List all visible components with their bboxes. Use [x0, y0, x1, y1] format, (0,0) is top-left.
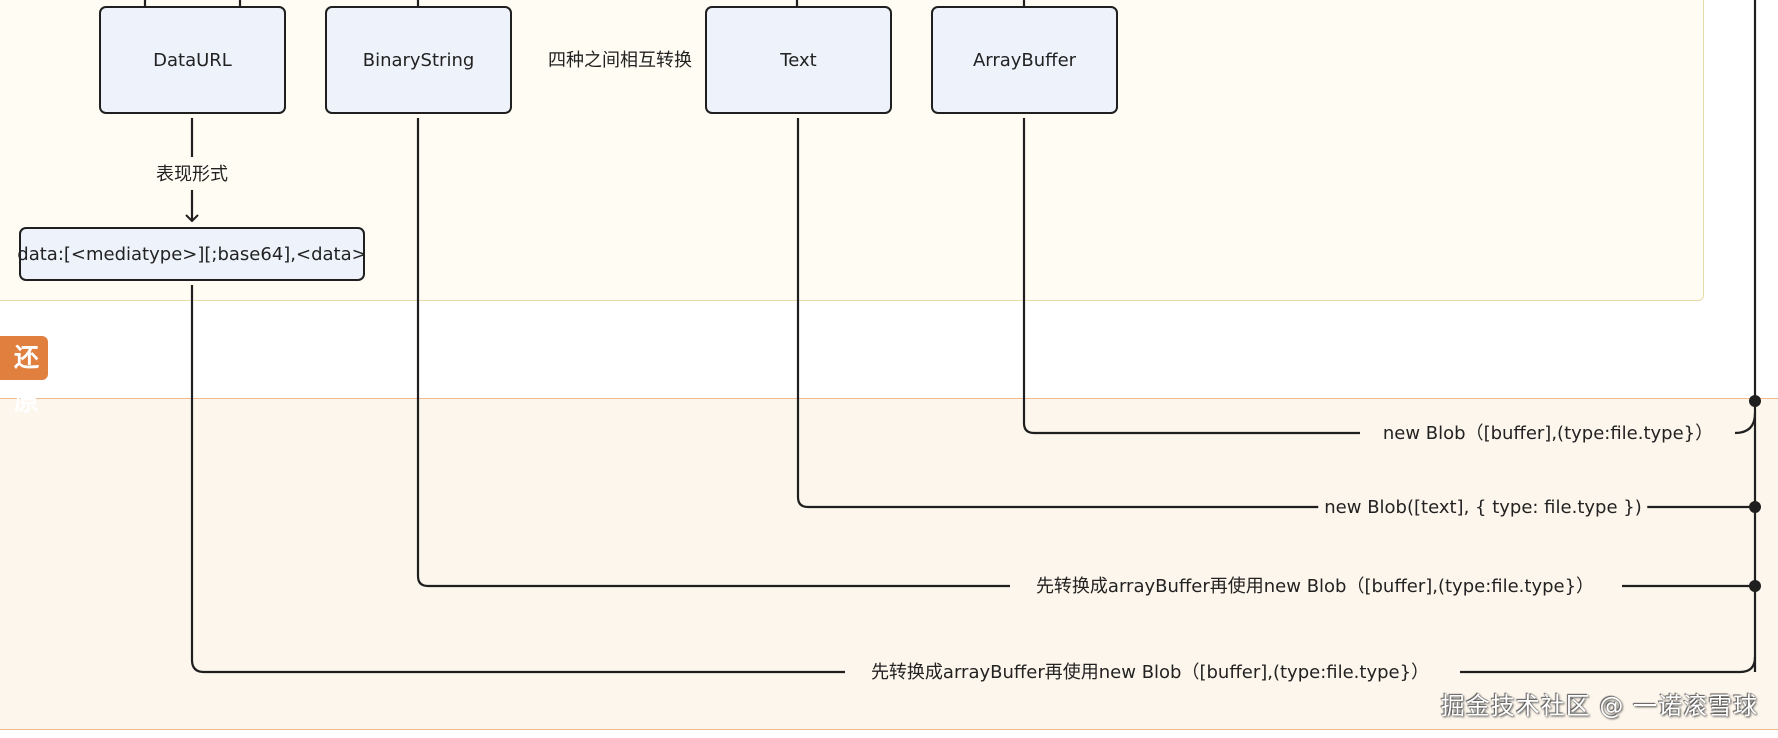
node-dataurl-format[interactable]: data:[<mediatype>][;base64],<data> [17, 227, 367, 281]
label-representation: 表现形式 [156, 164, 228, 185]
edge-dataurl-left [190, 285, 845, 674]
node-dataurl[interactable]: DataURL [99, 6, 286, 114]
edge-arraybuffer-right [1734, 412, 1757, 435]
edge-label-arraybuffer: new Blob（[buffer],(type:file.type}） [1376, 423, 1720, 445]
edge-arraybuffer-left [1022, 118, 1360, 435]
edge-label-dataurl: 先转换成arrayBuffer再使用new Blob（[buffer],(typ… [864, 662, 1436, 684]
section-tag-restore: 还原 [0, 336, 48, 416]
edge-dataurl-right [1460, 656, 1757, 674]
watermark: 掘金技术社区 @ 一诺滚雪球 [1440, 692, 1758, 720]
node-text[interactable]: Text [705, 6, 892, 114]
edge-binarystring-left [416, 118, 1010, 588]
node-arraybuffer[interactable]: ArrayBuffer [931, 6, 1118, 114]
label-mutual-conversion: 四种之间相互转换 [548, 50, 692, 71]
junction-dot [1749, 501, 1761, 513]
edge-label-text: new Blob([text], { type: file.type }) [1318, 497, 1648, 519]
edge-text-left [796, 118, 1330, 509]
node-binarystring[interactable]: BinaryString [325, 6, 512, 114]
junction-dot [1749, 395, 1761, 407]
edge-label-binarystring: 先转换成arrayBuffer再使用new Blob（[buffer],(typ… [1029, 576, 1601, 598]
junction-dot [1749, 580, 1761, 592]
